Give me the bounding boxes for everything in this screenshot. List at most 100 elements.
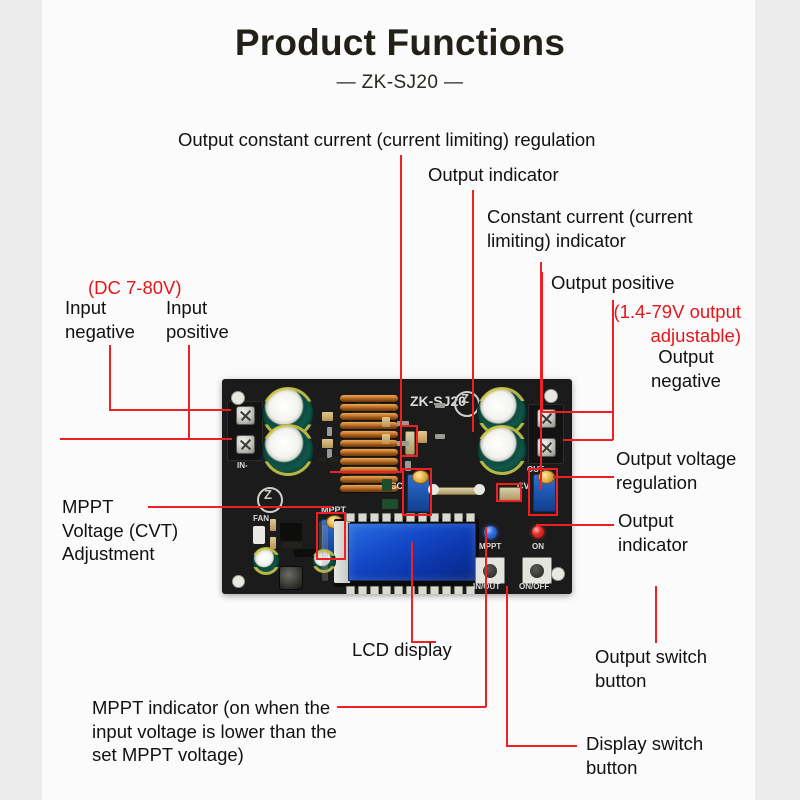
annotation-output-negative: Output negative (651, 346, 721, 391)
leader-line-input-positive-h (60, 438, 232, 440)
smd-component (382, 499, 398, 509)
highlight-output-indicator-led (400, 425, 418, 457)
leader-line-input-negative (109, 345, 111, 410)
output-terminal-block (528, 404, 564, 464)
resistor-array (282, 542, 302, 548)
lcd-pins-bottom (346, 586, 477, 594)
leader-line-display-button (506, 586, 508, 747)
smd-component (435, 434, 445, 439)
lcd-pins-top (346, 513, 477, 522)
cc-pot-knob[interactable] (411, 470, 429, 484)
output-capacitor-2 (477, 425, 527, 475)
annotation-input-negative: Input negative (65, 297, 135, 342)
leader-line-input-negative-h (109, 409, 231, 411)
output-button-label: ON/OFF (519, 582, 550, 591)
input-terminal-label: IN- (237, 461, 248, 470)
mounting-hole (551, 567, 565, 581)
smd-component (382, 417, 390, 427)
leader-line-input-positive (188, 345, 190, 439)
annotation-constant-current-indicator: Constant current (current limiting) indi… (487, 206, 693, 251)
annotation-display-switch-button: Display switch button (586, 733, 704, 778)
smd-component (322, 439, 333, 448)
leader-line-mppt-indicator-h (337, 706, 486, 708)
leader-line-display-button-h (506, 745, 577, 747)
leader-line-output-indicator-right (536, 524, 614, 526)
mppt-indicator-led (484, 526, 497, 539)
mounting-hole (232, 575, 245, 588)
page-title: Product Functions (234, 22, 566, 63)
highlight-mppt-potentiometer (316, 512, 346, 560)
page-subtitle: — ZK-SJ20 — (336, 72, 464, 93)
smd-component (270, 519, 276, 531)
mppt-led-label: MPPT (479, 542, 502, 551)
smd-component (318, 457, 326, 462)
highlight-cc-indicator-led (496, 483, 522, 502)
output-switch-button[interactable] (522, 557, 552, 584)
input-capacitor-2 (262, 424, 314, 476)
cv-potentiometer[interactable] (533, 470, 556, 512)
driver-ic (294, 549, 320, 557)
smd-component (382, 434, 390, 444)
on-led-label: ON (532, 542, 544, 551)
smd-component (330, 457, 338, 462)
annotation-input-voltage-range: (DC 7-80V) (88, 277, 182, 298)
annotation-output-adjustable-range: (1.4-79V output adjustable) (613, 301, 741, 346)
solder-pad (474, 484, 485, 495)
leader-line-output-negative-h (563, 439, 613, 441)
smd-component (322, 412, 333, 421)
toroidal-inductor (340, 393, 398, 497)
cv-pot-label: CV (517, 481, 530, 491)
aux-capacitor-1 (252, 547, 280, 575)
smd-component (405, 461, 411, 471)
leader-line-mppt-adjust (148, 506, 332, 508)
leader-line-output-positive-h (541, 411, 613, 413)
annotation-lcd-display: LCD display (352, 639, 452, 660)
cc-pot-label: CC (390, 481, 403, 491)
mounting-hole (544, 389, 558, 403)
mounting-hole (231, 391, 245, 405)
annotation-output-positive: Output positive (551, 272, 675, 293)
smd-component (397, 421, 409, 426)
smd-component (418, 431, 427, 443)
pin-header-row (322, 525, 328, 581)
leader-line-output-positive (541, 272, 543, 412)
smd-component (327, 449, 332, 458)
leader-line-output-indicator (472, 190, 474, 432)
ce-logo-icon (257, 487, 283, 513)
leader-line-lcd (411, 542, 413, 642)
input-negative-screw (236, 406, 255, 425)
annotation-output-constant-current: Output constant current (current limitin… (178, 129, 596, 150)
mosfet-ic (280, 523, 302, 541)
smd-component (397, 441, 409, 446)
display-switch-button[interactable] (475, 557, 505, 584)
leader-line-output-voltage-reg (553, 476, 614, 478)
annotation-input-positive: Input positive (166, 297, 229, 342)
leader-line-output-negative (612, 300, 614, 440)
annotation-output-switch-button: Output switch button (595, 646, 708, 691)
smd-component (327, 427, 332, 436)
board-model-silkscreen: ZK-SJ20 (410, 393, 467, 409)
annotation-output-voltage-regulation: Output voltage regulation (616, 448, 737, 493)
lcd-bezel (334, 521, 350, 583)
annotation-mppt-voltage-adjustment: MPPT Voltage (CVT) Adjustment (62, 496, 179, 565)
smd-inductor (279, 566, 303, 590)
highlight-cv-potentiometer (528, 468, 558, 516)
mppt-pot-label: MPPT (321, 505, 347, 515)
leader-line-mppt-indicator (485, 527, 487, 707)
annotation-output-indicator-top: Output indicator (428, 164, 559, 185)
input-positive-screw (236, 435, 255, 454)
leader-line-lcd-h (411, 641, 436, 643)
annotation-output-indicator-right: Output indicator (618, 510, 688, 555)
leader-line-cc-regulation (400, 155, 402, 473)
pin-header (319, 521, 323, 561)
annotation-mppt-indicator: MPPT indicator (on when the input voltag… (92, 697, 337, 766)
pcb-board-image: IN- ZK-SJ20 OUT- (222, 379, 572, 594)
fan-connector (253, 526, 265, 544)
smd-component (382, 479, 392, 491)
highlight-cc-potentiometer (402, 468, 432, 516)
leader-line-output-button (655, 586, 657, 643)
output-on-led (532, 526, 544, 538)
smd-component (435, 403, 445, 408)
input-terminal-block (227, 401, 263, 461)
